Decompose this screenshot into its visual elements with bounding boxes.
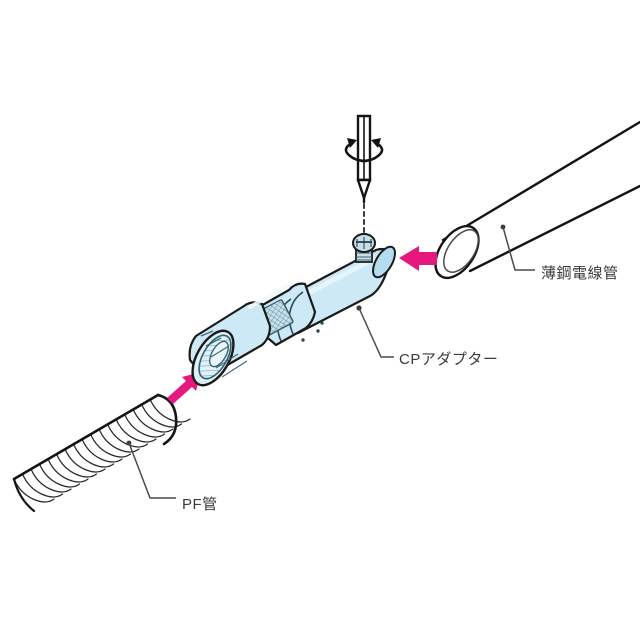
cp-adapter-part — [188, 245, 396, 387]
pf-pipe-part — [12, 393, 191, 513]
steel-conduit-label: 薄鋼電線管 — [541, 265, 619, 282]
pf-pipe-leader — [126, 440, 176, 499]
rotation-arrows-icon — [344, 141, 384, 163]
cp-adapter-label: CPアダプター — [399, 351, 498, 368]
cp-adapter-leader — [356, 305, 394, 358]
screwdriver-tool — [344, 114, 384, 233]
arrow-conduit-insert-icon — [399, 246, 437, 271]
set-screw — [352, 233, 376, 263]
steel-conduit-leader — [500, 224, 535, 271]
arrow-pf-insert-icon — [167, 372, 201, 404]
steel-conduit-part — [434, 120, 640, 280]
pf-pipe-label: PF管 — [182, 496, 218, 513]
